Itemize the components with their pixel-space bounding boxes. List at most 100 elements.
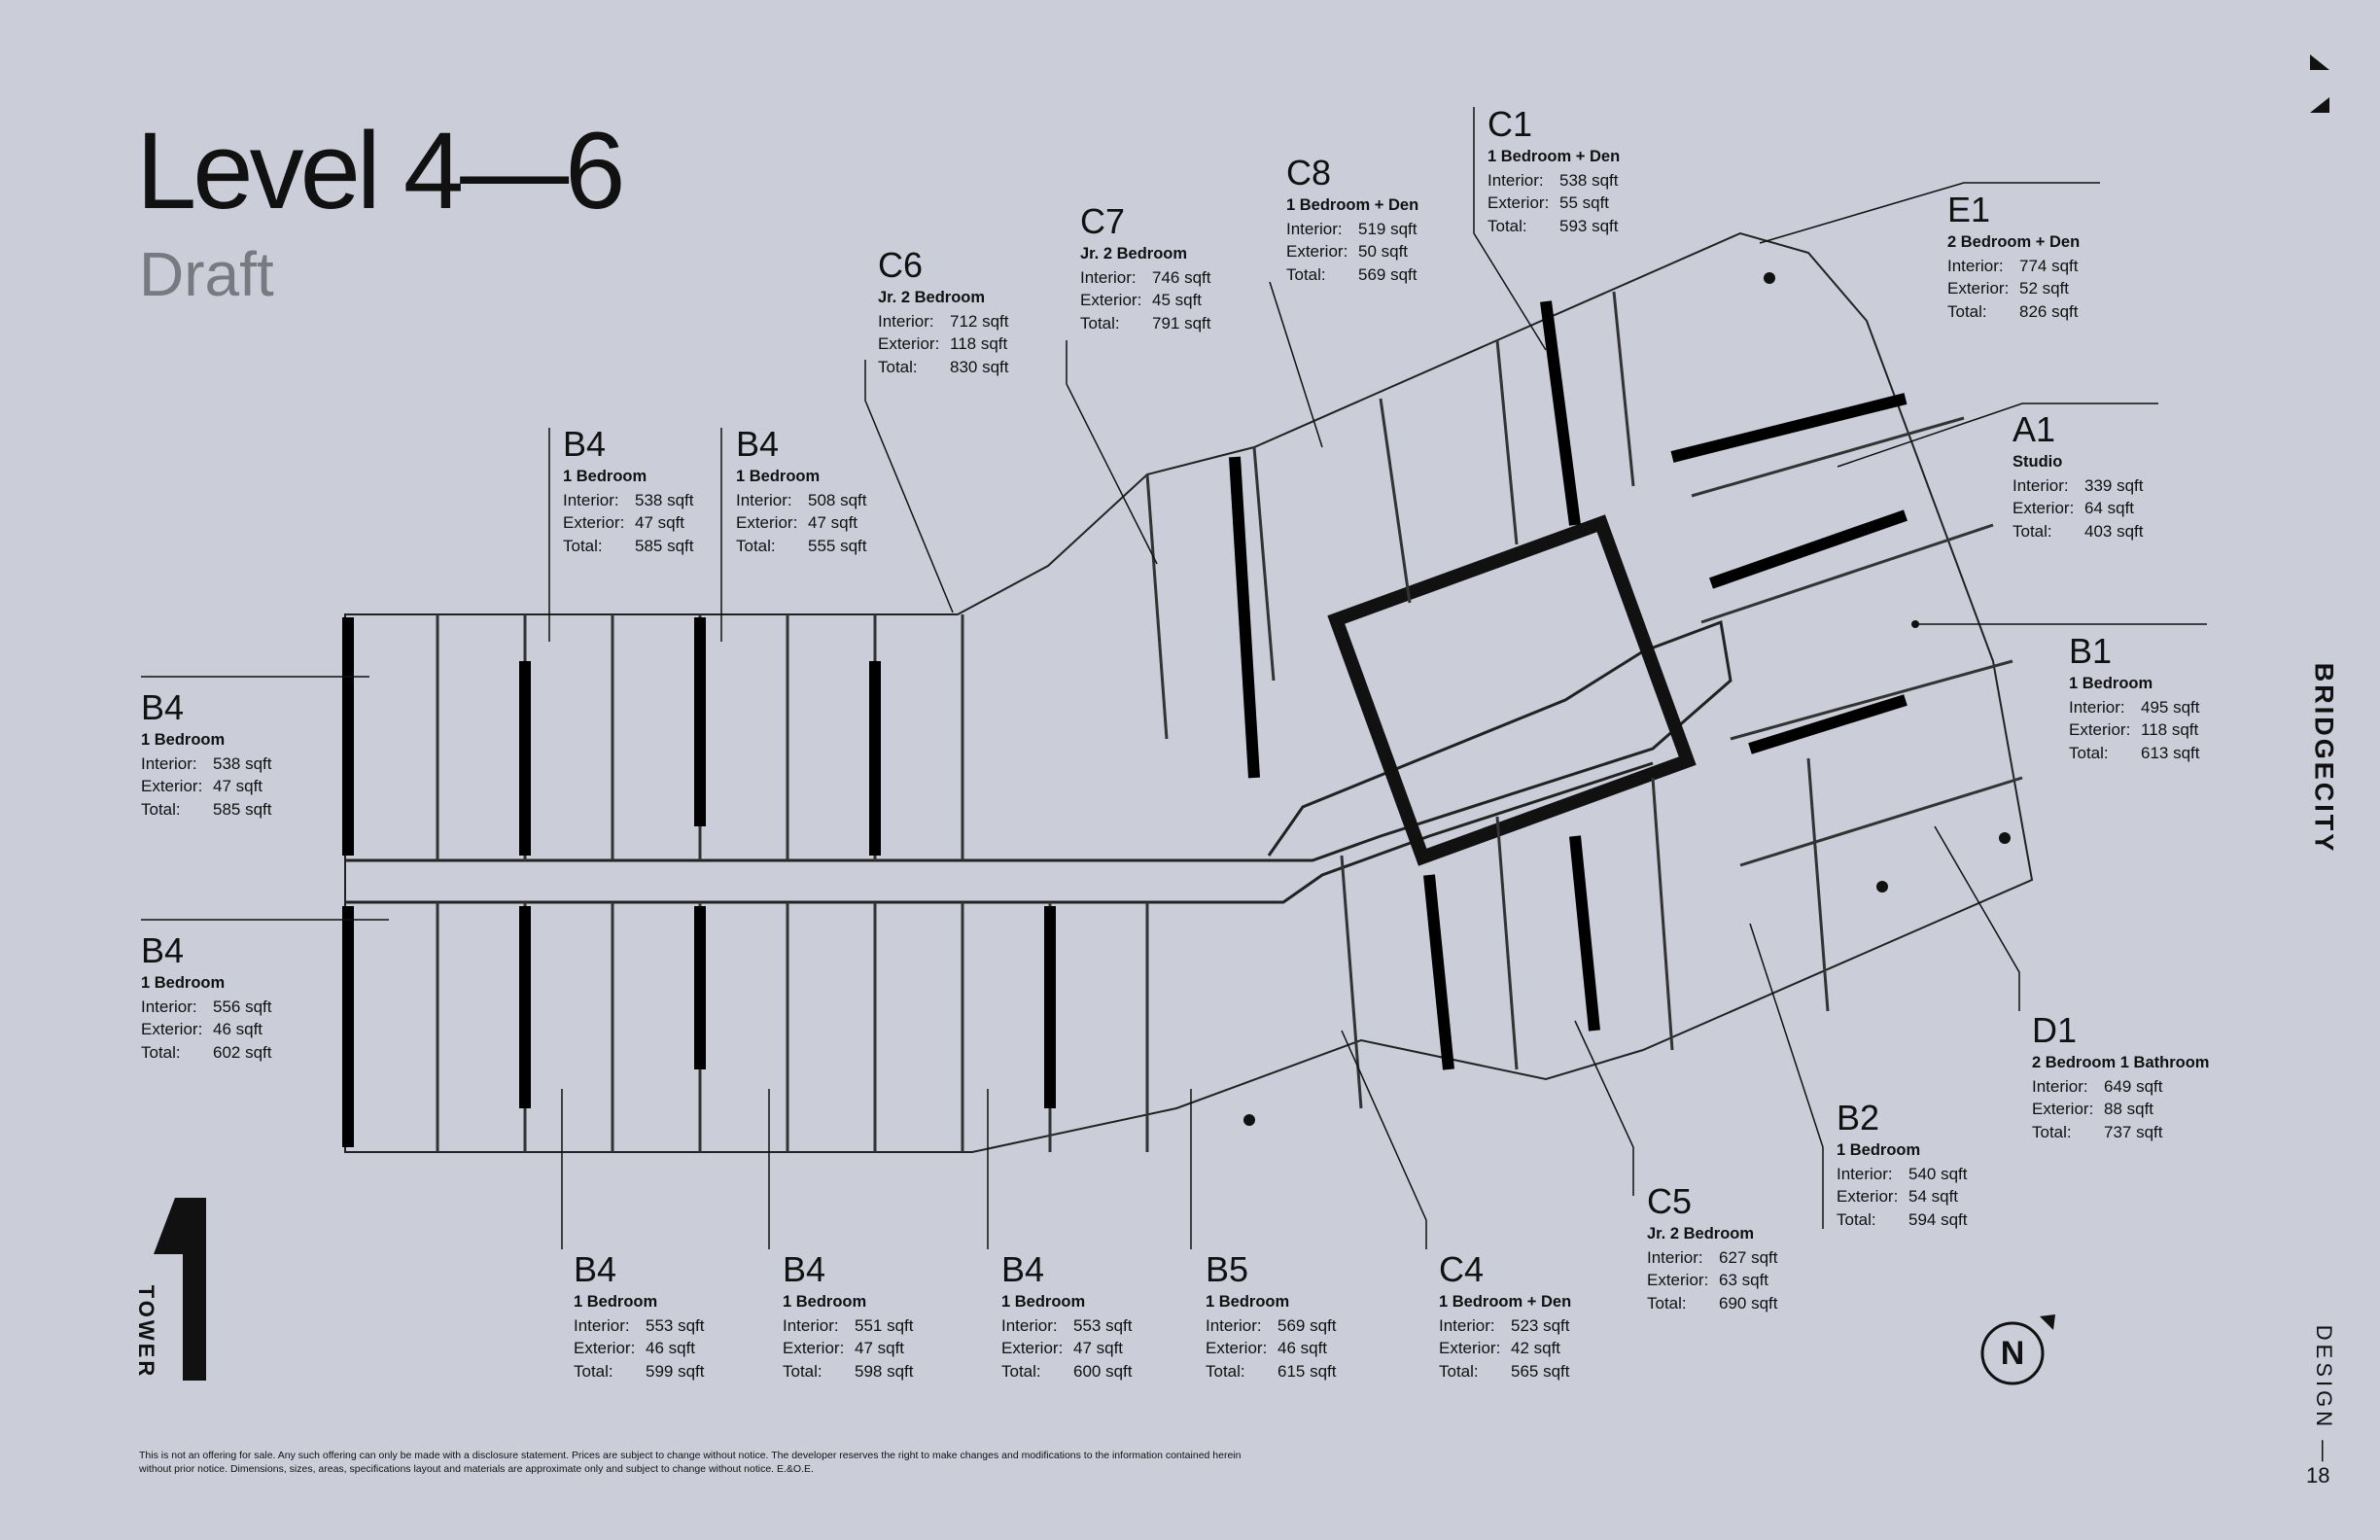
corner-mark-icon	[2310, 54, 2329, 113]
unit-type: 1 Bedroom	[2069, 675, 2153, 692]
field-label: Interior:	[2032, 1076, 2088, 1096]
field-label: Interior:	[1488, 170, 1544, 190]
field-label: Exterior:	[141, 1020, 203, 1038]
field-label: Interior:	[1001, 1315, 1058, 1335]
unit-total-row: Total:403 sqft	[2012, 520, 2144, 543]
field-label: Exterior:	[1947, 279, 2010, 298]
field-value: 551 sqft	[855, 1315, 914, 1335]
unit-partitions	[436, 614, 1149, 1152]
unit-exterior-row: Exterior:54 sqft	[1837, 1185, 1968, 1208]
unit-interior-row: Interior:712 sqft	[878, 310, 1009, 333]
unit-code: B4	[574, 1249, 617, 1289]
compass-icon	[1980, 1314, 2055, 1385]
field-value: 598 sqft	[855, 1361, 914, 1381]
field-label: Total:	[1439, 1361, 1479, 1381]
field-label: Exterior:	[736, 513, 798, 532]
field-label: Exterior:	[1647, 1271, 1709, 1289]
field-label: Interior:	[1286, 219, 1343, 238]
field-value: 556 sqft	[213, 997, 272, 1016]
field-value: 52 sqft	[2019, 279, 2070, 298]
field-value: 585 sqft	[635, 536, 694, 555]
unit-exterior-row: Exterior:45 sqft	[1080, 289, 1211, 312]
field-value: 613 sqft	[2141, 743, 2200, 762]
core-block	[1327, 514, 1697, 866]
unit-interior-row: Interior:774 sqft	[1947, 255, 2080, 278]
field-value: 737 sqft	[2104, 1122, 2163, 1141]
compass-label: N	[2000, 1335, 2025, 1372]
unit-interior-row: Interior:538 sqft	[141, 752, 272, 776]
unit-code: C6	[878, 245, 924, 285]
unit-interior-row: Interior:569 sqft	[1206, 1314, 1337, 1338]
field-label: Exterior:	[1286, 242, 1348, 261]
unit-total-row: Total:602 sqft	[141, 1041, 272, 1065]
field-value: 508 sqft	[808, 490, 867, 509]
field-value: 594 sqft	[1908, 1209, 1968, 1229]
unit-exterior-row: Exterior:55 sqft	[1488, 192, 1620, 215]
field-value: 615 sqft	[1278, 1361, 1337, 1381]
unit-total-row: Total:565 sqft	[1439, 1360, 1571, 1383]
field-value: 553 sqft	[646, 1315, 705, 1335]
field-label: Exterior:	[574, 1339, 636, 1357]
field-value: 585 sqft	[213, 799, 272, 819]
brand-name: BRIDGECITY	[2309, 662, 2339, 855]
unit-interior-row: Interior:538 sqft	[1488, 169, 1620, 192]
unit-code: B4	[1001, 1249, 1045, 1289]
unit-type: 1 Bedroom	[141, 731, 226, 749]
field-value: 88 sqft	[2104, 1100, 2154, 1118]
unit-exterior-row: Exterior:50 sqft	[1286, 240, 1418, 263]
unit-type: 1 Bedroom + Den	[1286, 196, 1419, 214]
unit-exterior-row: Exterior: 52 sqft	[1947, 277, 2080, 300]
unit-type: Studio	[2012, 453, 2063, 471]
unit-total-row: Total: 594 sqft	[1837, 1208, 1968, 1232]
unit-interior-row: Interior:553 sqft	[574, 1314, 705, 1338]
field-value: 600 sqft	[1073, 1361, 1133, 1381]
unit-interior-row: Interior:538 sqft	[563, 489, 694, 512]
unit-exterior-row: Exterior:42 sqft	[1439, 1337, 1571, 1360]
unit-code: B1	[2069, 631, 2113, 671]
unit-interior-row: Interior:540 sqft	[1837, 1163, 1968, 1186]
unit-interior-row: Interior:553 sqft	[1001, 1314, 1133, 1338]
unit-total-row: Total:585 sqft	[141, 798, 272, 822]
field-label: Exterior:	[783, 1339, 845, 1357]
unit-exterior-row: Exterior: 47 sqft	[783, 1337, 914, 1360]
unit-total-row: Total:585 sqft	[563, 535, 694, 558]
unit-type: Jr. 2 Bedroom	[1647, 1225, 1755, 1242]
field-label: Total:	[1837, 1209, 1876, 1229]
field-label: Exterior:	[1206, 1339, 1268, 1357]
field-label: Interior:	[1647, 1247, 1703, 1267]
unit-total-row: Total:555 sqft	[736, 535, 867, 558]
field-value: 791 sqft	[1152, 313, 1211, 332]
unit-code: A1	[2012, 409, 2056, 449]
field-label: Total:	[1001, 1361, 1041, 1381]
field-label: Total:	[2012, 521, 2052, 541]
unit-code: D1	[2032, 1010, 2078, 1050]
field-value: 118 sqft	[2141, 720, 2199, 739]
field-label: Interior:	[1439, 1315, 1495, 1335]
field-label: Total:	[783, 1361, 822, 1381]
field-label: Exterior:	[2069, 720, 2131, 739]
unit-type: 1 Bedroom	[1206, 1293, 1290, 1311]
field-label: Total:	[1947, 301, 1987, 321]
unit-interior-row: Interior:339 sqft	[2012, 474, 2144, 498]
field-value: 46 sqft	[646, 1339, 696, 1357]
unit-total-row: Total:569 sqft	[1286, 263, 1418, 287]
page-number: 18	[2306, 1463, 2330, 1488]
unit-exterior-row: Exterior:88 sqft	[2032, 1098, 2209, 1121]
unit-total-row: Total:613 sqft	[2069, 742, 2200, 765]
field-value: 47 sqft	[213, 777, 263, 795]
field-value: 46 sqft	[213, 1020, 263, 1038]
unit-type: 2 Bedroom 1 Bathroom	[2032, 1054, 2210, 1071]
field-value: 47 sqft	[855, 1339, 905, 1357]
field-label: Interior:	[2069, 697, 2125, 717]
field-value: 555 sqft	[808, 536, 867, 555]
unit-total-row: Total:826 sqft	[1947, 300, 2080, 324]
